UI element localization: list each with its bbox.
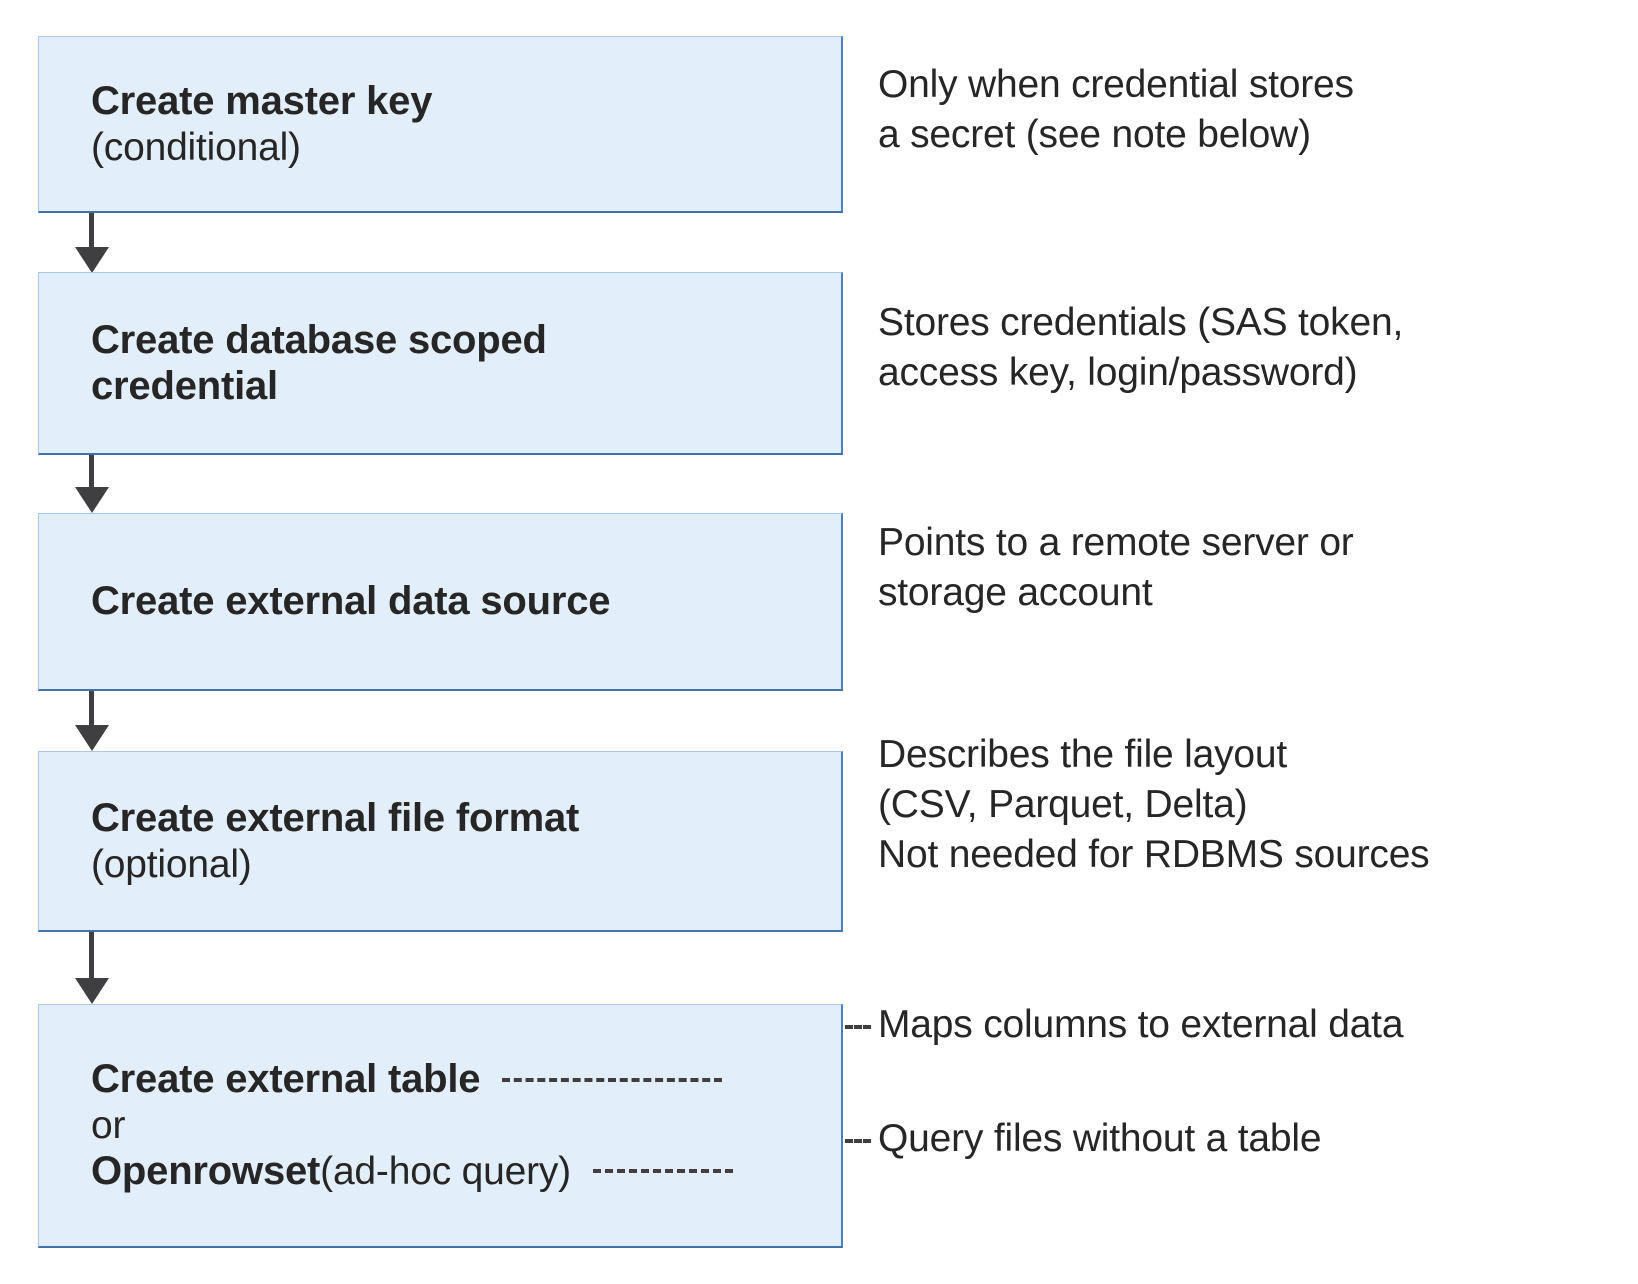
note-line: Only when credential stores bbox=[878, 63, 1354, 106]
dashed-connector-external-table bbox=[502, 1077, 723, 1082]
note-line: storage account bbox=[878, 570, 1153, 614]
note-line: a secret (see note below) bbox=[878, 112, 1311, 156]
step-box-create-database-scoped-credential[interactable]: Create database scoped credential bbox=[38, 272, 843, 455]
note-line: Not needed for RDBMS sources bbox=[878, 832, 1430, 876]
step-box-content: Create master key (conditional) bbox=[39, 78, 841, 170]
note-external-table: Maps columns to external data bbox=[878, 1000, 1618, 1050]
step-title: Create master key bbox=[91, 79, 433, 124]
arrow-down-icon-4 bbox=[75, 932, 109, 1004]
step-box-create-external-table-or-openrowset[interactable]: Create external table or Openrowset (ad-… bbox=[38, 1004, 843, 1248]
note-create-database-scoped-credential: Stores credentials (SAS token, access ke… bbox=[878, 298, 1618, 398]
note-create-external-data-source: Points to a remote server or storage acc… bbox=[878, 518, 1618, 618]
openrowset-row: Openrowset (ad-hoc query) bbox=[91, 1148, 827, 1194]
dashed-connector-stub-openrowset bbox=[845, 1139, 871, 1143]
note-line: Query files without a table bbox=[878, 1117, 1322, 1160]
note-line: Points to a remote server or bbox=[878, 521, 1354, 564]
step-subtitle: (optional) bbox=[91, 842, 252, 886]
step-box-create-external-data-source[interactable]: Create external data source bbox=[38, 513, 843, 691]
step-subtitle-openrowset: (ad-hoc query) bbox=[320, 1149, 571, 1193]
step-title: Create database scoped bbox=[91, 317, 547, 362]
step-title-continued: credential bbox=[91, 364, 278, 408]
note-create-master-key: Only when credential stores a secret (se… bbox=[878, 60, 1618, 160]
dashed-connector-openrowset bbox=[592, 1169, 733, 1174]
step-box-content: Create external file format (optional) bbox=[39, 795, 841, 887]
note-create-external-file-format: Describes the file layout (CSV, Parquet,… bbox=[878, 730, 1618, 880]
or-separator-label: or bbox=[91, 1103, 126, 1147]
step-subtitle: (conditional) bbox=[91, 125, 301, 169]
note-line: access key, login/password) bbox=[878, 350, 1358, 394]
step-box-create-master-key[interactable]: Create master key (conditional) bbox=[38, 36, 843, 213]
step-title: Create external table bbox=[91, 1057, 481, 1102]
note-line: Stores credentials (SAS token, bbox=[878, 301, 1404, 344]
step-title-openrowset: Openrowset bbox=[91, 1149, 321, 1194]
note-openrowset: Query files without a table bbox=[878, 1114, 1618, 1164]
note-line: Describes the file layout bbox=[878, 733, 1288, 776]
step-box-content: Create external data source bbox=[39, 578, 841, 624]
arrow-down-icon-3 bbox=[75, 691, 109, 751]
external-table-row: Create external table bbox=[91, 1056, 827, 1102]
arrow-down-icon-1 bbox=[75, 213, 109, 273]
note-line: Maps columns to external data bbox=[878, 1003, 1404, 1046]
dashed-connector-stub-table bbox=[845, 1025, 871, 1029]
step-box-content: Create database scoped credential bbox=[39, 317, 841, 410]
step-title: Create external data source bbox=[91, 579, 611, 624]
step-title: Create external file format bbox=[91, 796, 580, 841]
arrow-down-icon-2 bbox=[75, 455, 109, 513]
step-box-create-external-file-format[interactable]: Create external file format (optional) bbox=[38, 751, 843, 932]
step-box-content: Create external table or Openrowset (ad-… bbox=[39, 1056, 841, 1194]
note-line: (CSV, Parquet, Delta) bbox=[878, 782, 1248, 826]
